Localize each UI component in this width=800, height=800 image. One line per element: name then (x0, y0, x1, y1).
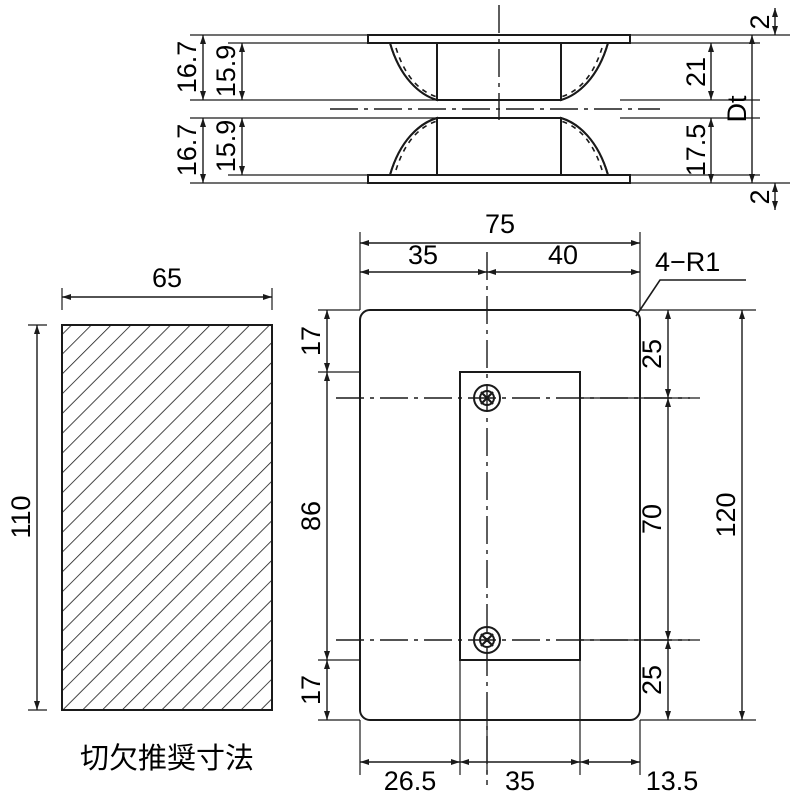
plan-corner-leader (635, 279, 746, 317)
side-view-centerline (330, 5, 660, 120)
cutout-rect (61, 324, 273, 711)
cutout-view-group (28, 288, 273, 711)
plan-left-17-bottom: 17 (296, 675, 326, 705)
plan-right-25-top: 25 (637, 339, 667, 369)
plan-view-group (318, 232, 756, 785)
plan-right-25-bottom: 25 (637, 665, 667, 695)
dim-2-top: 2 (745, 14, 775, 29)
plan-inner-boss (459, 371, 581, 661)
plan-extension-lines (318, 232, 756, 775)
side-view-upper-hidden (395, 47, 603, 98)
side-view-group (190, 5, 790, 210)
dim-15-9-bottom: 15.9 (211, 120, 241, 173)
side-view-lower-hidden (395, 120, 603, 171)
dim-16-7-bottom: 16.7 (172, 124, 202, 177)
plan-left-17-top: 17 (296, 326, 326, 356)
plan-total-width-label: 75 (485, 209, 515, 239)
plan-dim-arrows (324, 240, 745, 765)
cutout-dim-arrows (34, 294, 272, 710)
plan-seg-35-label: 35 (408, 240, 438, 270)
dim-15-9-top: 15.9 (211, 45, 241, 98)
dim-21: 21 (681, 57, 711, 87)
cutout-height-label: 110 (6, 495, 36, 538)
dim-16-7-top: 16.7 (172, 41, 202, 94)
plan-centerlines (336, 252, 690, 785)
plan-right-120: 120 (711, 492, 741, 537)
dim-2-bottom: 2 (745, 189, 775, 204)
plan-bottom-26-5: 26.5 (384, 766, 437, 796)
dim-17-5: 17.5 (681, 124, 711, 177)
side-view-lower-body (367, 116, 631, 184)
plan-bottom-13-5: 13.5 (646, 766, 699, 796)
cutout-width-label: 65 (152, 263, 182, 293)
dim-dt: Dt (722, 95, 752, 122)
plan-seg-40-label: 40 (548, 240, 578, 270)
cutout-caption: 切欠推奨寸法 (80, 741, 254, 775)
side-view-extension-lines (190, 34, 790, 184)
plan-corner-radius-label: 4−R1 (655, 247, 720, 277)
plan-bottom-35: 35 (505, 766, 535, 796)
side-view-dim-arrows (200, 8, 778, 210)
plan-right-70: 70 (637, 504, 667, 534)
plan-left-86: 86 (296, 501, 326, 531)
